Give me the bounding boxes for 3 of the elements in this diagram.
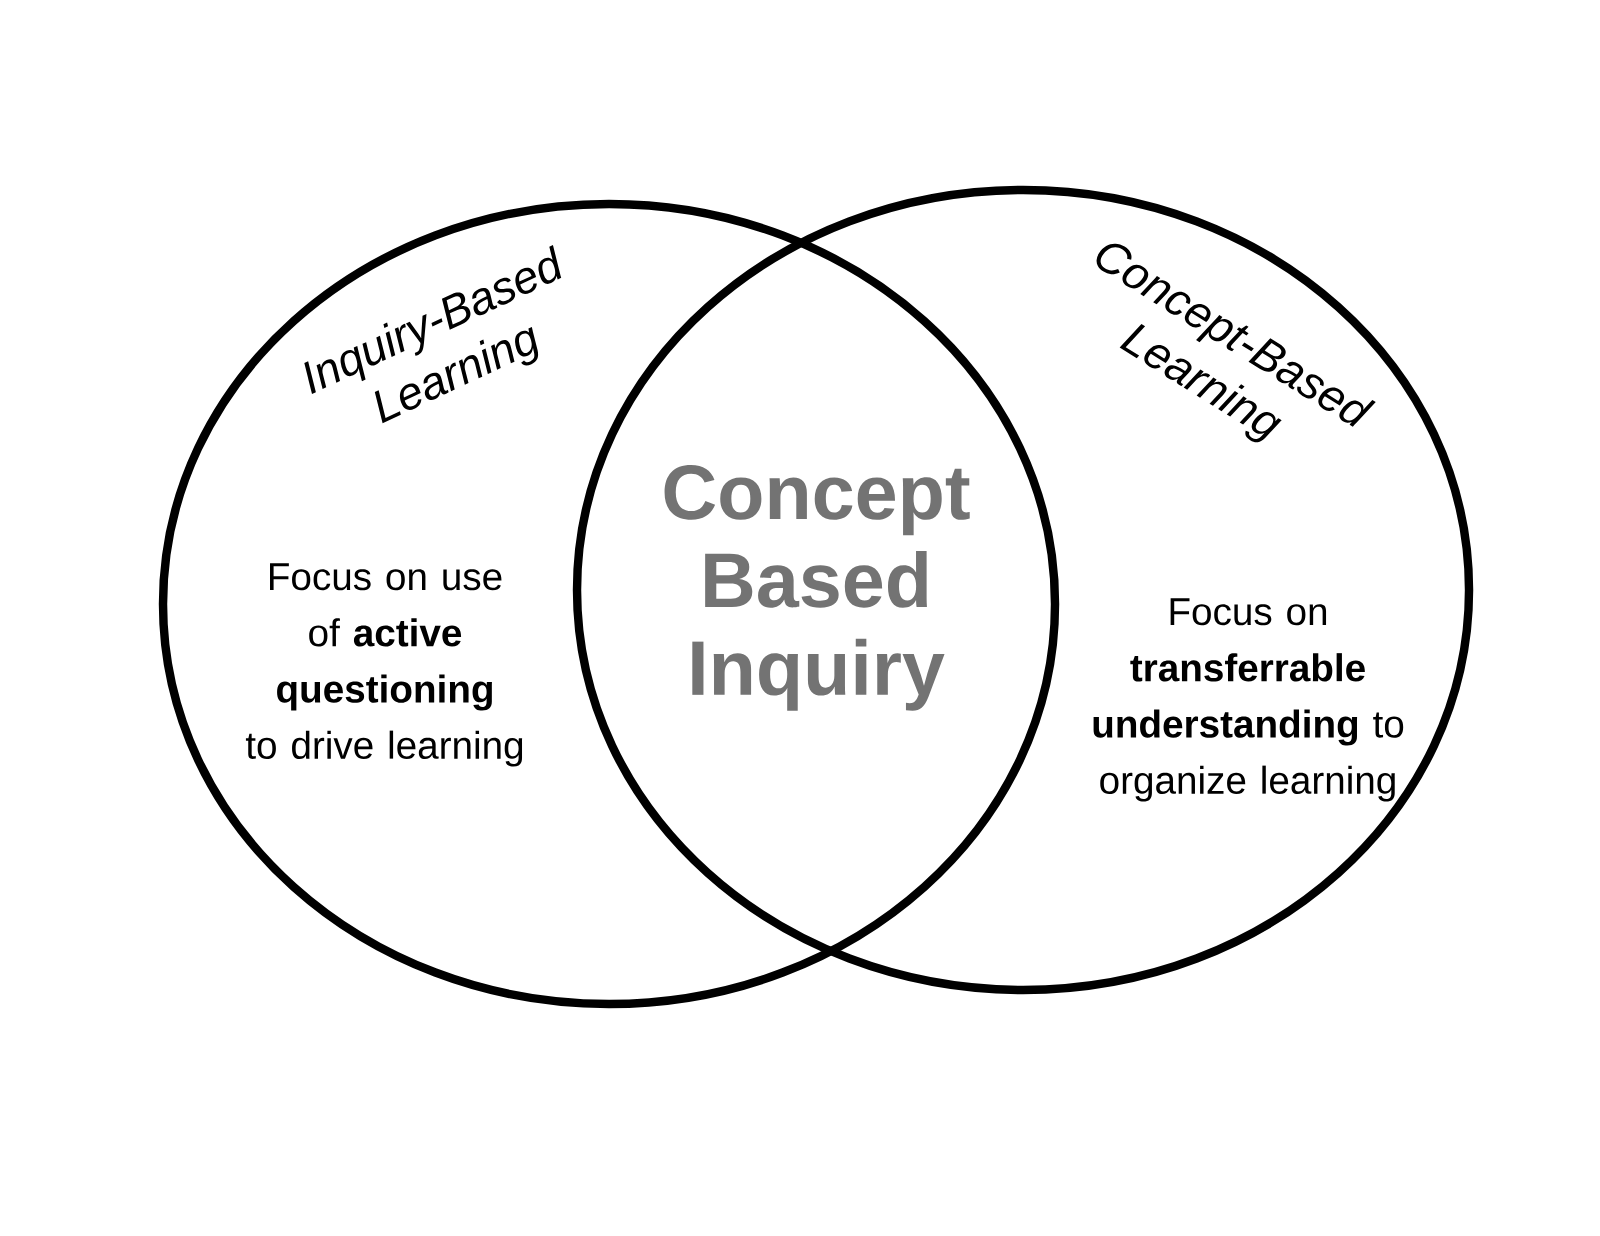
description-text: Focus on transferrable understanding to organize learning: [1093, 598, 1404, 802]
description-text: Focus on use of active questioning to drive learning: [245, 563, 523, 767]
overlap-title: Concept Based Inquiry: [664, 465, 970, 711]
